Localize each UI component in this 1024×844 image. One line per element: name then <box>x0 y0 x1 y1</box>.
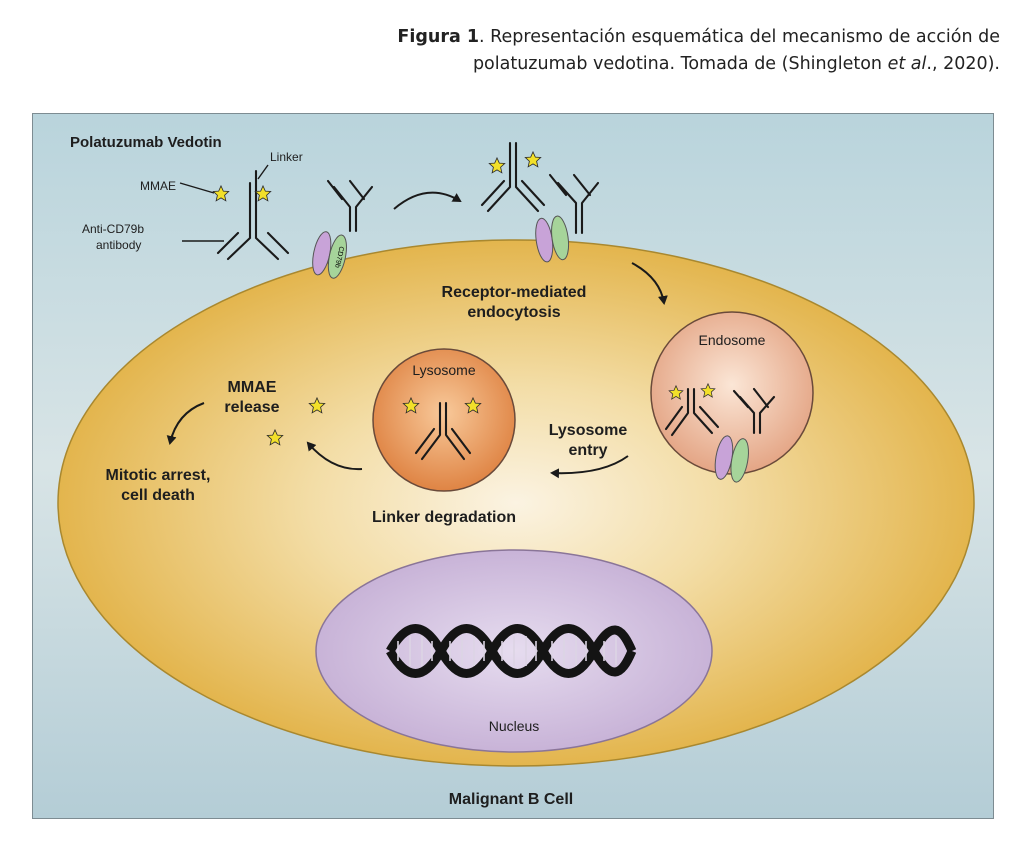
figure-caption: Figura 1. Representación esquemática del… <box>300 24 1000 78</box>
lysosome-entry-label-2: entry <box>568 442 607 459</box>
linker-degradation-label: Linker degradation <box>372 509 516 526</box>
dna-double-helix <box>386 624 637 678</box>
drug-title: Polatuzumab Vedotin <box>70 134 222 151</box>
endosome-adc-complex <box>664 383 776 483</box>
caption-et-al: et al <box>887 54 927 74</box>
endocytosis-label-1: Receptor-mediated <box>442 284 587 301</box>
lysosome-label: Lysosome <box>412 362 476 378</box>
binding-arrow <box>393 191 462 210</box>
legend-antibody-label-2: antibody <box>96 238 141 252</box>
endocytosis-label-2: endocytosis <box>467 304 560 321</box>
outcome-label-1: Mitotic arrest, <box>106 467 211 484</box>
mechanism-diagram: Polatuzumab Vedotin Linker MMAE Anti-CD7… <box>32 113 994 819</box>
legend-mmae-label: MMAE <box>140 179 176 193</box>
caption-text-line2: polatuzumab vedotina. Tomada de (Shingle… <box>472 54 888 74</box>
receptor-label: CD79b <box>333 246 344 269</box>
caption-text-line1: . Representación esquemática del mecanis… <box>479 27 1000 47</box>
lysosome-entry-arrow <box>550 455 629 479</box>
legend-antibody-label-1: Anti-CD79b <box>82 222 144 236</box>
cell-label: Malignant B Cell <box>449 791 573 808</box>
caption-label: Figura 1 <box>397 27 480 47</box>
mmae-release-label-1: MMAE <box>228 379 277 396</box>
legend-linker-label: Linker <box>270 150 303 164</box>
lysosome-entry-label-1: Lysosome <box>549 422 628 439</box>
endocytosis-arrow <box>631 262 668 305</box>
lysosome <box>372 348 516 492</box>
endosome-label: Endosome <box>699 332 766 348</box>
mmae-release-arrow <box>306 441 363 471</box>
caption-text-line2-end: ., 2020). <box>926 54 1000 74</box>
nucleus-label: Nucleus <box>489 718 540 734</box>
cell-death-arrow <box>166 402 205 445</box>
bound-adc-complex <box>480 141 600 263</box>
outcome-label-2: cell death <box>121 487 195 504</box>
antibody-legend <box>179 164 290 261</box>
lysosome-antibody <box>402 397 482 461</box>
mmae-release-label-2: release <box>224 399 279 416</box>
cd79b-receptor-left: CD79b <box>312 179 374 279</box>
